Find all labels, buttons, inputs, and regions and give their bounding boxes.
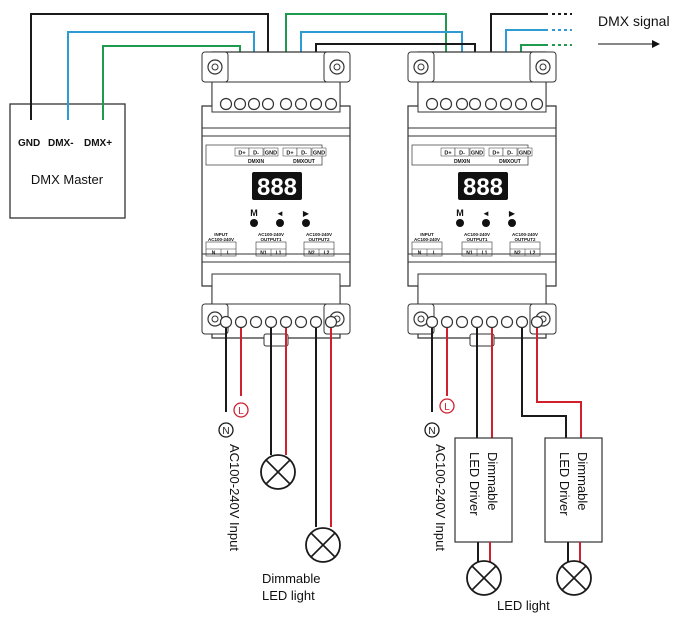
input-label-2: AC100-240V bbox=[208, 237, 234, 242]
live-marker-2: L bbox=[444, 402, 450, 413]
dmx-terminal-box bbox=[311, 147, 327, 157]
dmx-terminal-label: D+ bbox=[492, 151, 499, 157]
decoder-2-top-terminals bbox=[425, 97, 544, 111]
terminal-n2: N2 bbox=[514, 251, 521, 257]
lamp-4 bbox=[556, 560, 592, 596]
terminal-l2: L2 bbox=[324, 251, 330, 257]
dmx-terminal-label: D- bbox=[301, 151, 307, 157]
led-driver-2-line1: Dimmable bbox=[575, 452, 590, 511]
led-driver-2: Dimmable LED Driver bbox=[544, 437, 603, 543]
dmx-terminal-label: GND bbox=[519, 151, 531, 157]
decoder-2-bottom-terminals bbox=[425, 315, 544, 329]
out2-label-1: AC100-240V bbox=[512, 232, 538, 237]
button-right-label: ▶ bbox=[303, 209, 310, 218]
decoder-1-output-wires bbox=[225, 328, 332, 527]
out1-label-2: OUTPUT1 bbox=[466, 237, 487, 242]
dmx-terminal-box bbox=[263, 147, 279, 157]
led-driver-1: Dimmable LED Driver bbox=[454, 437, 513, 543]
out1-label-1: AC100-240V bbox=[258, 232, 284, 237]
dmx-terminal-label: GND bbox=[313, 151, 325, 157]
out1-label-1: AC100-240V bbox=[464, 232, 490, 237]
button-m-label: M bbox=[250, 208, 258, 218]
button-right-label: ▶ bbox=[509, 209, 516, 218]
ac-input-label-1: AC100-240V Input bbox=[227, 444, 242, 551]
button-m-label: M bbox=[456, 208, 464, 218]
dmx-terminal-label: D+ bbox=[444, 151, 451, 157]
out1-label-2: OUTPUT1 bbox=[260, 237, 281, 242]
dmx-terminal-label: D- bbox=[253, 151, 259, 157]
led-driver-1-line1: Dimmable bbox=[485, 452, 500, 511]
dmx-terminal-label: D- bbox=[507, 151, 513, 157]
dmx-terminal-box bbox=[454, 147, 470, 157]
dmx-master-gnd-label: GND bbox=[18, 138, 40, 149]
display-digits: 888 bbox=[463, 174, 503, 201]
dimmable-light-label-1: Dimmable bbox=[262, 571, 321, 586]
dmx-terminal-label: GND bbox=[265, 151, 277, 157]
dmx-terminal-label: D- bbox=[459, 151, 465, 157]
input-label-1: INPUT bbox=[214, 232, 228, 237]
dmx-out-label: DMXOUT bbox=[293, 159, 315, 165]
input-label-2: AC100-240V bbox=[414, 237, 440, 242]
button-left-label: ◄ bbox=[482, 209, 490, 218]
terminal-n: N bbox=[212, 251, 216, 257]
terminal-l: L bbox=[227, 251, 230, 257]
neutral-marker-2: N bbox=[428, 426, 435, 437]
dmx-master-dmx-plus-label: DMX+ bbox=[84, 138, 112, 149]
decoder-1 bbox=[201, 51, 351, 347]
driver-lamp-wires bbox=[477, 542, 581, 562]
out2-label-2: OUTPUT2 bbox=[514, 237, 535, 242]
terminal-n2: N2 bbox=[308, 251, 315, 257]
dmx-master-dmx-minus-label: DMX- bbox=[48, 138, 74, 149]
decoder-1-top-terminals bbox=[219, 97, 338, 111]
dmx-terminal-box bbox=[517, 147, 533, 157]
dmx-in-label: DMXIN bbox=[248, 159, 265, 165]
dmx-terminal-label: D+ bbox=[286, 151, 293, 157]
decoder-2-neutral-marker: N bbox=[424, 422, 440, 438]
terminal-l: L bbox=[433, 251, 436, 257]
dmx-terminal-box bbox=[502, 147, 518, 157]
dmx-terminal-box bbox=[296, 147, 312, 157]
terminal-l1: L1 bbox=[276, 251, 282, 257]
live-marker-1: L bbox=[238, 406, 244, 417]
terminal-n1: N1 bbox=[260, 251, 267, 257]
led-light-label: LED light bbox=[497, 598, 550, 613]
dmx-signal-arrow bbox=[598, 40, 660, 48]
decoder-1-neutral-marker: N bbox=[218, 422, 234, 438]
decoder-1-bottom-terminals bbox=[219, 315, 338, 329]
input-label-1: INPUT bbox=[420, 232, 434, 237]
out2-label-2: OUTPUT2 bbox=[308, 237, 329, 242]
terminal-n1: N1 bbox=[466, 251, 473, 257]
dmx-terminal-label: GND bbox=[471, 151, 483, 157]
terminal-l1: L1 bbox=[482, 251, 488, 257]
display-digits: 888 bbox=[257, 174, 297, 201]
dmx-signal-label: DMX signal bbox=[598, 13, 670, 29]
dmx-in-label: DMXIN bbox=[454, 159, 471, 165]
led-driver-2-line2: LED Driver bbox=[557, 452, 572, 516]
neutral-marker-1: N bbox=[222, 426, 229, 437]
terminal-l2: L2 bbox=[530, 251, 536, 257]
dmx-terminal-box bbox=[248, 147, 264, 157]
lamp-1 bbox=[260, 454, 296, 490]
lamp-2 bbox=[305, 527, 341, 563]
lamp-3 bbox=[466, 560, 502, 596]
led-driver-1-line2: LED Driver bbox=[467, 452, 482, 516]
dimmable-light-label-2: LED light bbox=[262, 588, 315, 603]
ac-input-label-2: AC100-240V Input bbox=[433, 444, 448, 551]
dmx-master-title: DMX Master bbox=[31, 172, 104, 187]
decoder-2-output-wires bbox=[431, 328, 582, 438]
decoder-2 bbox=[407, 51, 557, 347]
terminal-n: N bbox=[418, 251, 422, 257]
out2-label-1: AC100-240V bbox=[306, 232, 332, 237]
decoder-1-live-marker: L bbox=[233, 402, 249, 418]
decoder-2-live-marker: L bbox=[439, 398, 455, 414]
button-left-label: ◄ bbox=[276, 209, 284, 218]
dmx-terminal-label: D+ bbox=[238, 151, 245, 157]
dmx-terminal-box bbox=[469, 147, 485, 157]
dmx-out-label: DMXOUT bbox=[499, 159, 521, 165]
dmx-master: GND DMX- DMX+ DMX Master bbox=[9, 103, 126, 219]
